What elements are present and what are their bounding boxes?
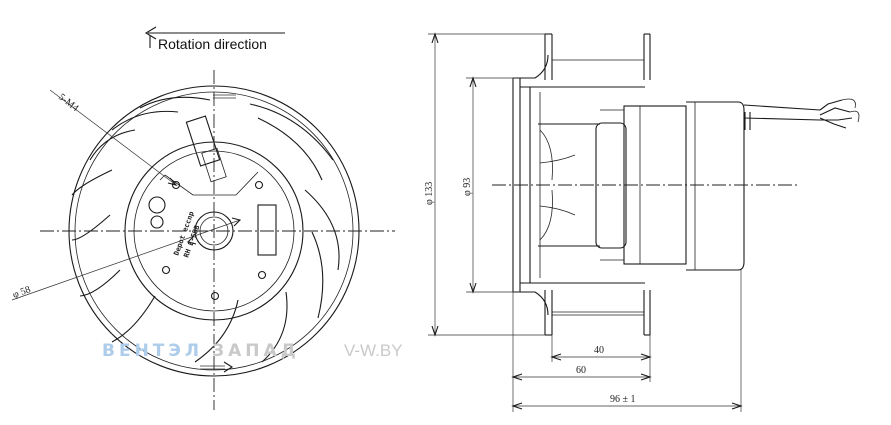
dimension-60-label: 60 xyxy=(576,365,586,376)
dimension-60 xyxy=(511,292,652,412)
motor-housing xyxy=(595,101,745,271)
diameter-133-label: φ 133 xyxy=(424,182,435,205)
watermark-site: V-W.BY xyxy=(344,341,403,360)
hole-spec-label: 5-M4 xyxy=(56,92,80,114)
cable-outlet xyxy=(185,115,227,183)
rim-arrow-icon xyxy=(200,94,236,373)
side-view: φ 133 φ 93 40 60 xyxy=(424,32,860,412)
mounting-screws xyxy=(148,180,267,301)
dimension-96 xyxy=(511,270,743,412)
dimension-40 xyxy=(550,335,652,362)
watermark: ВЕНТЭЛ ЗАПАД V-W.BY xyxy=(102,341,403,361)
cable xyxy=(743,98,860,130)
impeller-blades xyxy=(71,96,340,363)
front-view: Rotation direction xyxy=(11,26,395,410)
diameter-58-leader xyxy=(11,217,242,301)
diameter-58-label: φ 58 xyxy=(11,284,32,301)
flange xyxy=(544,33,651,336)
watermark-brand-gray: ЗАПАД xyxy=(212,341,300,361)
dimension-133 xyxy=(428,32,545,337)
rotation-direction-label: Rotation direction xyxy=(158,36,267,52)
dimension-96-label: 96 ± 1 xyxy=(610,394,636,405)
dimension-40-label: 40 xyxy=(594,345,604,356)
rotation-arrow-icon xyxy=(144,26,285,48)
hole-spec-leader xyxy=(49,89,178,186)
rating-plate xyxy=(257,204,277,256)
watermark-brand-blue: ВЕНТЭЛ xyxy=(102,341,203,361)
diameter-93-label: φ 93 xyxy=(462,178,473,196)
dimension-93 xyxy=(466,76,513,294)
